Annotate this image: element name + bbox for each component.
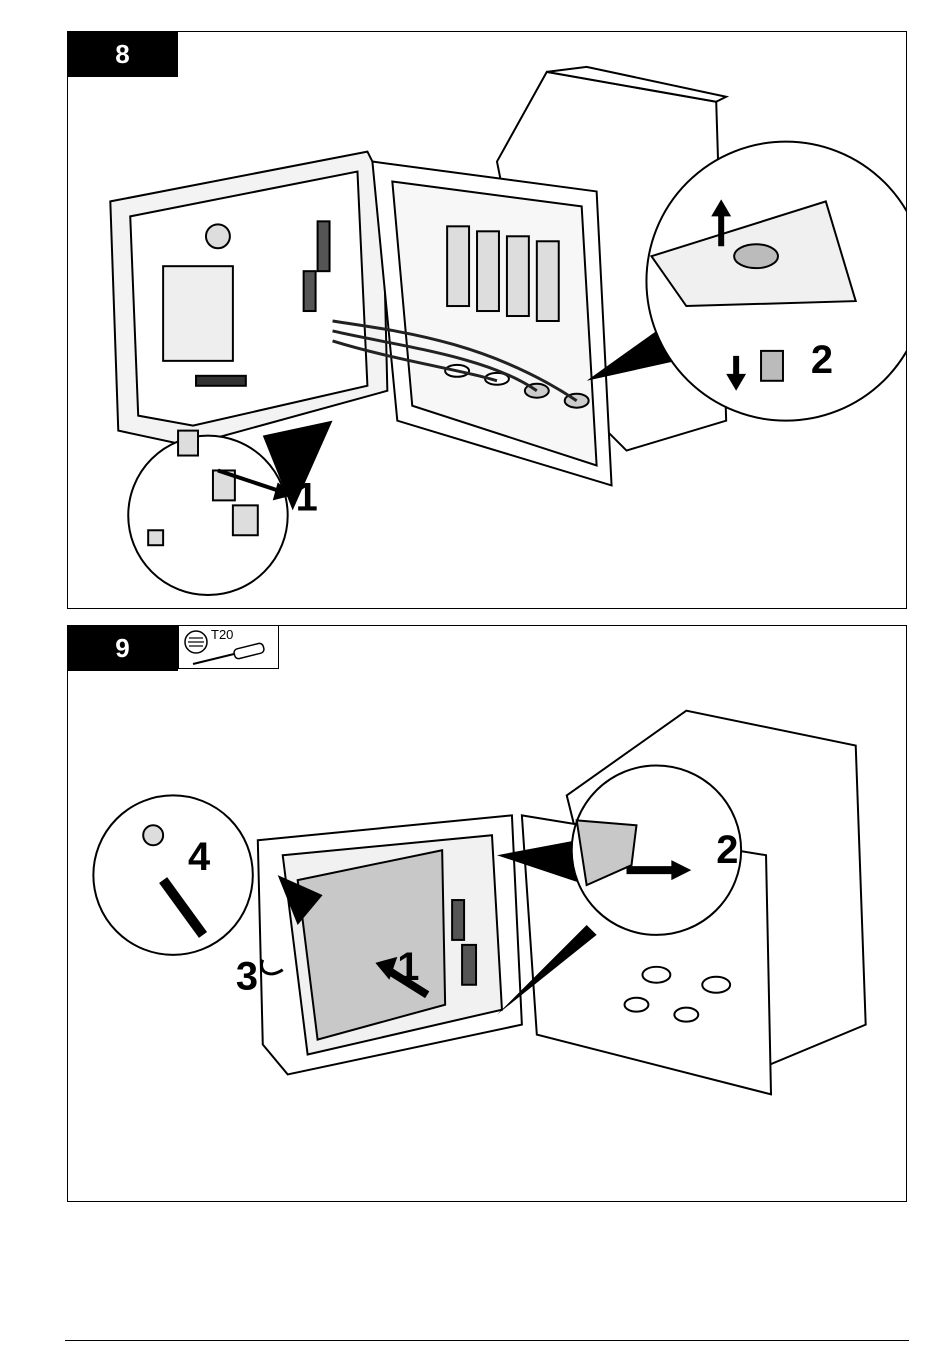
callout-2: 2 bbox=[716, 828, 738, 872]
step-number-9: 9 bbox=[67, 625, 178, 671]
callout-2: 2 bbox=[811, 338, 833, 382]
step-9-illustration: 1 3 4 2 bbox=[68, 626, 906, 1201]
step-8-panel: 1 2 8 bbox=[67, 31, 907, 609]
callout-1: 1 bbox=[296, 475, 318, 519]
step-number-8: 8 bbox=[67, 31, 178, 77]
tool-indicator: T20 bbox=[178, 625, 279, 669]
tool-size-label: T20 bbox=[211, 627, 233, 642]
callout-3: 3 bbox=[236, 955, 258, 999]
callout-4: 4 bbox=[188, 835, 210, 879]
step-8-illustration: 1 2 bbox=[68, 32, 906, 608]
footer-rule bbox=[65, 1340, 909, 1341]
step-9-panel: 1 3 4 2 9 T20 bbox=[67, 625, 907, 1202]
detail-magnifier-4 bbox=[93, 795, 252, 954]
detail-magnifier-1 bbox=[128, 436, 287, 595]
callout-1: 1 bbox=[397, 945, 419, 989]
